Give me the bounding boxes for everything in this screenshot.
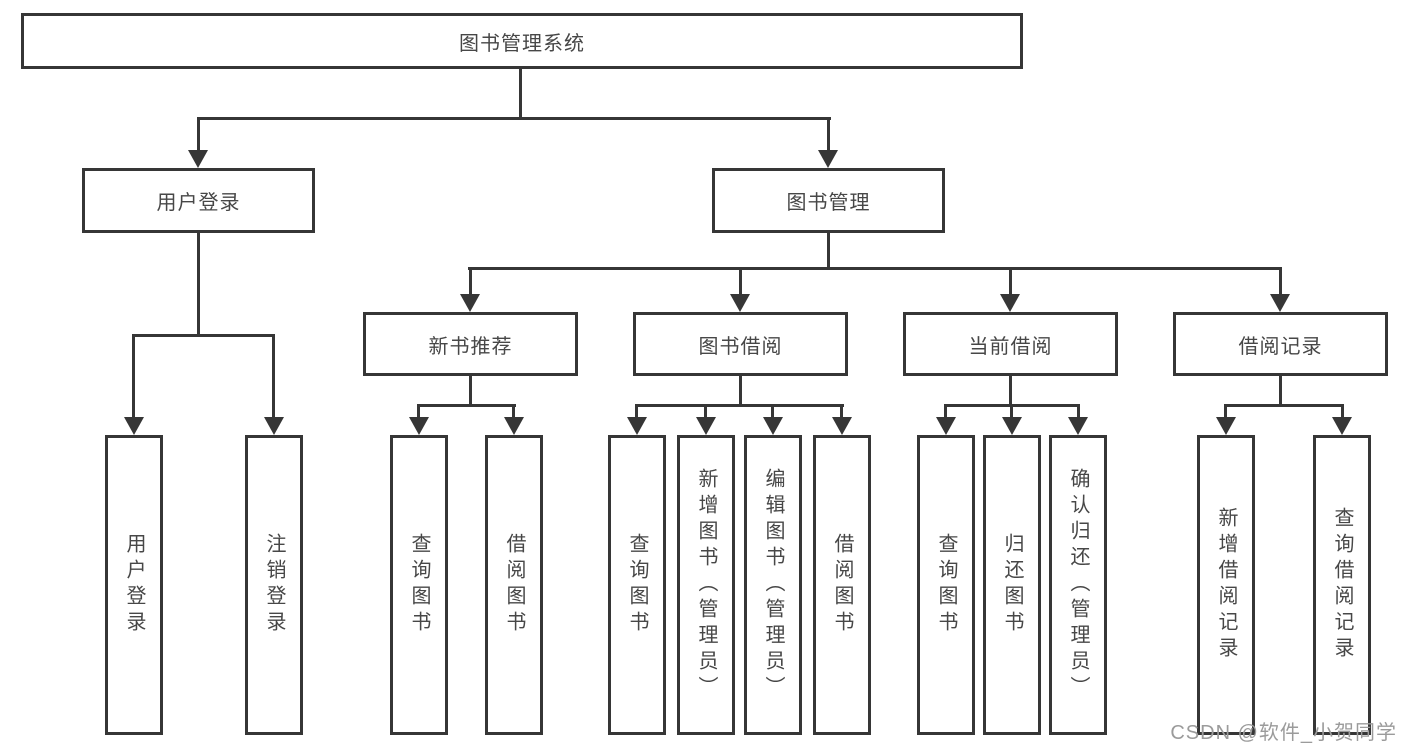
edge-borrow-records-stem [1279,376,1282,407]
arrowhead-borrow-records-c2 [1332,417,1352,435]
edge-new-books-stem [469,376,472,407]
edge-current-borrow-c2 [1010,404,1013,418]
leaf-query-books-borrow: 查询图书 [608,435,666,735]
edge-user-login-stem [197,232,200,337]
edge-to-book-borrow [739,267,742,296]
edge-root-branch [197,117,831,120]
edge-book-borrow-c2 [704,404,707,418]
node-borrow-records: 借阅记录 [1173,312,1388,376]
leaf-confirm-return-admin: 确认归还（管理员） [1049,435,1107,735]
edge-to-current-borrow [1009,267,1012,296]
node-book-management: 图书管理 [712,168,945,233]
arrowhead-new-books-c2 [504,417,524,435]
node-user-login: 用户登录 [82,168,315,233]
arrowhead-book-management [818,150,838,168]
edge-to-leaf-login [132,334,135,418]
leaf-edit-book-admin: 编辑图书（管理员） [744,435,802,735]
edge-user-login-branch [132,334,275,337]
edge-borrow-records-c1 [1224,404,1227,418]
arrowhead-book-borrow [730,294,750,312]
node-library-system: 图书管理系统 [21,13,1023,69]
arrowhead-current-borrow-c1 [936,417,956,435]
edge-borrow-records-branch [1224,404,1344,407]
edge-to-new-books [469,267,472,296]
arrowhead-leaf-logout [264,417,284,435]
edge-current-borrow-c3 [1077,404,1080,418]
arrowhead-current-borrow-c3 [1068,417,1088,435]
arrowhead-leaf-login [124,417,144,435]
edge-current-borrow-stem [1009,376,1012,407]
leaf-add-borrow-record: 新增借阅记录 [1197,435,1255,735]
edge-new-books-c2 [512,404,515,418]
leaf-borrow-book: 借阅图书 [813,435,871,735]
leaf-query-books-recommend: 查询图书 [390,435,448,735]
edge-to-user-login [197,117,200,152]
arrowhead-book-borrow-c3 [763,417,783,435]
edge-level3-branch [468,267,1282,270]
arrowhead-borrow-records-c1 [1216,417,1236,435]
arrowhead-new-books [460,294,480,312]
node-book-borrow: 图书借阅 [633,312,848,376]
arrowhead-new-books-c1 [409,417,429,435]
leaf-user-login: 用户登录 [105,435,163,735]
arrowhead-current-borrow-c2 [1002,417,1022,435]
arrowhead-borrow-records [1270,294,1290,312]
edge-current-borrow-c1 [944,404,947,418]
leaf-return-book: 归还图书 [983,435,1041,735]
arrowhead-book-borrow-c1 [627,417,647,435]
edge-root-stem [519,69,522,120]
arrowhead-book-borrow-c2 [696,417,716,435]
leaf-borrow-book-recommend: 借阅图书 [485,435,543,735]
leaf-query-books-current: 查询图书 [917,435,975,735]
edge-book-management-stem [827,233,830,270]
leaf-query-borrow-record: 查询借阅记录 [1313,435,1371,735]
edge-borrow-records-c2 [1341,404,1344,418]
arrowhead-current-borrow [1000,294,1020,312]
leaf-logout: 注销登录 [245,435,303,735]
node-new-book-recommend: 新书推荐 [363,312,578,376]
edge-book-borrow-stem [739,376,742,407]
edge-to-borrow-records [1279,267,1282,296]
edge-book-borrow-c3 [771,404,774,418]
arrowhead-book-borrow-c4 [832,417,852,435]
edge-new-books-c1 [417,404,420,418]
edge-to-book-management [827,117,830,152]
leaf-add-book-admin: 新增图书（管理员） [677,435,735,735]
edge-new-books-branch [417,404,516,407]
arrowhead-user-login [188,150,208,168]
edge-to-leaf-logout [272,334,275,418]
csdn-watermark: CSDN @软件_小贺同学 [1170,722,1397,744]
edge-book-borrow-c4 [840,404,843,418]
edge-book-borrow-c1 [635,404,638,418]
node-current-borrow: 当前借阅 [903,312,1118,376]
edge-book-borrow-branch [635,404,844,407]
